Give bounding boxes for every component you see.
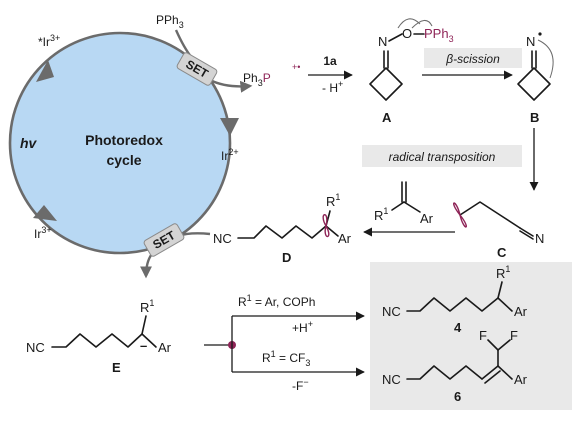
d-nc: NC bbox=[213, 231, 232, 246]
set-bottom-badge: SET bbox=[143, 223, 185, 257]
p6-ar: Ar bbox=[514, 372, 528, 387]
p6-f2: F bbox=[510, 328, 518, 343]
cycle-arrow-right bbox=[220, 118, 239, 136]
hv-label: hv bbox=[20, 135, 38, 151]
cycle-title-line2: cycle bbox=[106, 152, 141, 168]
p4-ar: Ar bbox=[514, 304, 528, 319]
e-nc: NC bbox=[26, 340, 45, 355]
compound-B: N B bbox=[517, 32, 554, 125]
alkene-ar: Ar bbox=[420, 211, 434, 226]
p4-nc: NC bbox=[382, 304, 401, 319]
a-oxygen: O bbox=[402, 26, 412, 41]
compound-E: NC R1 Ar – E bbox=[26, 298, 172, 375]
branch-arrows bbox=[204, 311, 365, 377]
compound-b-label: B bbox=[530, 110, 539, 125]
cycle-circle bbox=[8, 31, 232, 255]
compound-D: NC R1 Ar D bbox=[213, 192, 352, 265]
a-electron-arrow-2 bbox=[411, 19, 433, 29]
photoredox-cycle: Photoredox cycle hv *Ir3+ PPh3 Ir2+ Ir3+… bbox=[8, 13, 253, 279]
p6-nc: NC bbox=[382, 372, 401, 387]
pph3-label: PPh3 bbox=[156, 13, 184, 30]
radical-transposition-box bbox=[362, 145, 522, 167]
compound-C: N C bbox=[453, 201, 544, 260]
e-carbanion: – bbox=[140, 338, 147, 353]
beta-scission-label: β-scission bbox=[445, 52, 500, 66]
alkene-r1: R1 bbox=[374, 206, 388, 223]
product-6: NC F F Ar 6 bbox=[382, 328, 528, 404]
compound-e-label: E bbox=[112, 360, 121, 375]
branch-bottom-condition: R1 = CF3 bbox=[262, 349, 310, 368]
cycle-arrow-top-left bbox=[36, 60, 54, 82]
ir-excited-label: *Ir3+ bbox=[38, 33, 60, 49]
branch-bottom-reagent: -F− bbox=[292, 377, 309, 393]
set-top-arrow-out bbox=[209, 78, 253, 93]
beta-scission-box bbox=[424, 48, 522, 68]
ir2-label: Ir2+ bbox=[221, 147, 239, 163]
ph3p-radical-cation: Ph3P bbox=[243, 71, 271, 88]
a-nitrogen: N bbox=[378, 34, 387, 49]
a-electron-arrow bbox=[397, 18, 421, 29]
p6-f1: F bbox=[479, 328, 487, 343]
ir3-label: Ir3+ bbox=[34, 225, 52, 241]
reagent-1a: 1a bbox=[323, 54, 337, 68]
radical-transposition-label: radical transposition bbox=[389, 150, 496, 164]
product-4-label: 4 bbox=[454, 320, 462, 335]
compound-d-label: D bbox=[282, 250, 291, 265]
products-panel bbox=[370, 262, 572, 410]
c-orbital bbox=[453, 202, 467, 228]
c-nitrogen: N bbox=[535, 231, 544, 246]
compound-a-label: A bbox=[382, 110, 392, 125]
d-orbital bbox=[322, 214, 330, 238]
e-ar: Ar bbox=[158, 340, 172, 355]
byproduct-h: - H+ bbox=[322, 79, 343, 95]
radical-cation-charge: +• bbox=[292, 62, 300, 72]
branch-top-reagent: +H+ bbox=[292, 319, 313, 335]
e-r1: R1 bbox=[140, 298, 154, 315]
compound-c-label: C bbox=[497, 245, 507, 260]
cycle-arrow-bottom-left bbox=[33, 205, 57, 221]
a-phosphorus: PPh3 bbox=[424, 26, 454, 44]
d-ar: Ar bbox=[338, 231, 352, 246]
branch-top-condition: R1 = Ar, COPh bbox=[238, 293, 315, 309]
alkene: R1 Ar bbox=[374, 181, 434, 226]
d-r1: R1 bbox=[326, 192, 340, 209]
compound-A: N O PPh3 A bbox=[369, 18, 454, 125]
cycle-title-line1: Photoredox bbox=[85, 132, 163, 148]
b-nitrogen: N bbox=[526, 34, 535, 49]
product-6-label: 6 bbox=[454, 389, 461, 404]
p4-r1: R1 bbox=[496, 264, 510, 281]
product-4: NC R1 Ar 4 bbox=[382, 264, 528, 335]
